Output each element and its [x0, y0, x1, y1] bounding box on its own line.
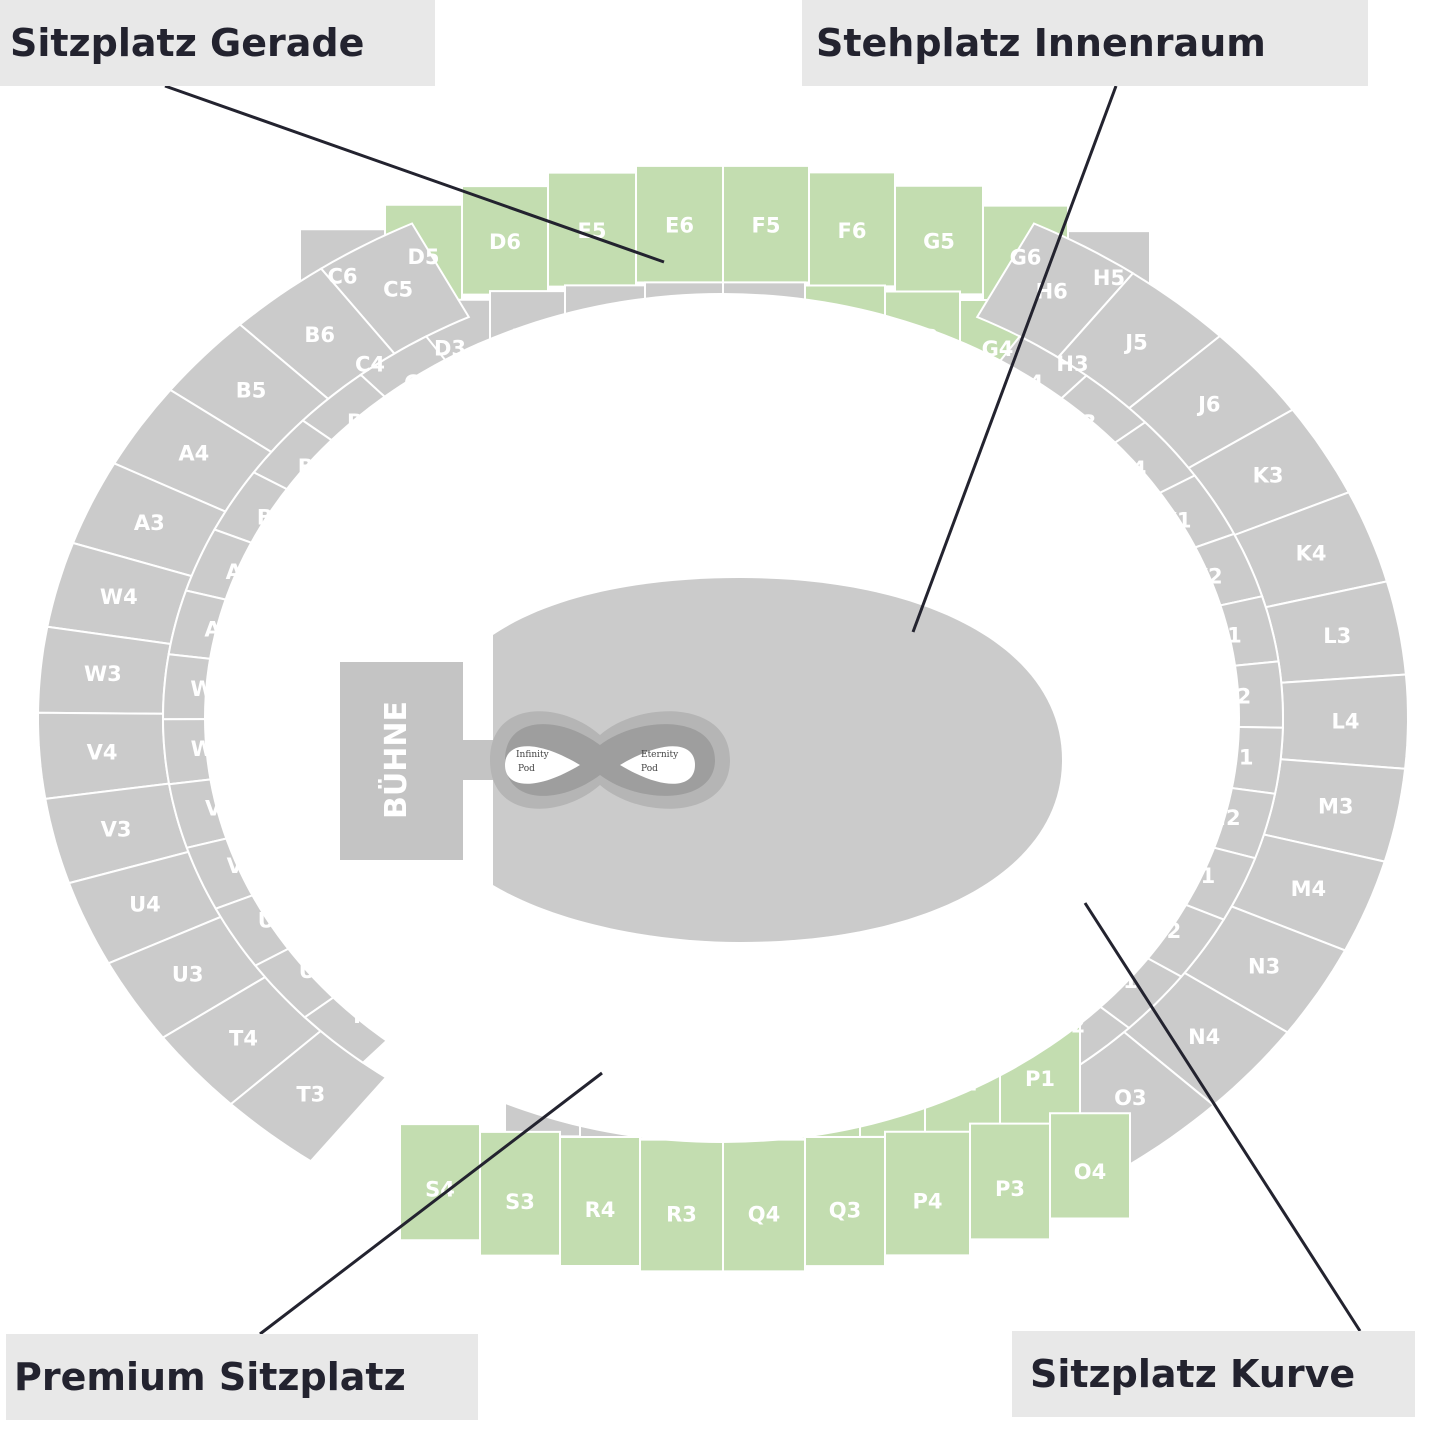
- section-label-n3: N3: [1248, 954, 1280, 978]
- section-label-p4: P4: [912, 1190, 942, 1214]
- section-label-t4: T4: [229, 1026, 258, 1050]
- pointer-sitzplatz-gerade: [164, 84, 665, 264]
- section-label-u4: U4: [129, 892, 161, 916]
- section-label-w3: W3: [84, 662, 122, 686]
- callout-stehplatz-innenraum: Stehplatz Innenraum: [802, 0, 1368, 86]
- section-label-k4: K4: [1296, 541, 1327, 565]
- section-label-v4: V4: [87, 740, 118, 764]
- section-label-q3: Q3: [829, 1198, 861, 1222]
- infinity-pod-label-1: Infinity: [516, 750, 550, 760]
- callout-premium-sitzplatz: Premium Sitzplatz: [6, 1334, 478, 1420]
- standing-area-innenraum: [493, 578, 1062, 942]
- stage-label: BÜHNE: [377, 701, 414, 819]
- callout-pointers: [164, 84, 1362, 1336]
- section-label-f6: F6: [838, 219, 867, 243]
- section-label-b5: B5: [236, 378, 267, 402]
- callout-sitzplatz-gerade: Sitzplatz Gerade: [0, 0, 435, 86]
- section-label-c6: C6: [327, 264, 357, 288]
- section-label-q4: Q4: [748, 1203, 780, 1227]
- section-label-h3: H3: [1056, 352, 1088, 376]
- section-label-a3: A3: [134, 511, 165, 535]
- eternity-pod: [620, 746, 695, 784]
- section-label-t3: T3: [296, 1083, 325, 1107]
- section-label-k3: K3: [1253, 463, 1284, 487]
- pointer-stehplatz-innenraum: [911, 85, 1118, 633]
- infinity-pod-label-2: Pod: [518, 764, 535, 774]
- section-label-p3: P3: [995, 1177, 1025, 1201]
- section-label-r3: R3: [666, 1203, 697, 1227]
- section-label-f5: F5: [752, 214, 781, 238]
- infinity-pod: [505, 746, 580, 784]
- section-q3: [804, 1136, 886, 1268]
- pointer-sitzplatz-kurve: [1083, 902, 1362, 1332]
- section-label-m4: M4: [1291, 877, 1327, 901]
- section-label-o3: O3: [1114, 1086, 1146, 1110]
- section-label-l4: L4: [1332, 709, 1360, 733]
- section-label-o4: O4: [1074, 1160, 1106, 1184]
- section-label-j6: J6: [1196, 392, 1220, 416]
- section-p4: [884, 1130, 971, 1257]
- section-label-g5: G5: [923, 230, 955, 254]
- section-label-p1: P1: [1025, 1067, 1055, 1091]
- section-label-r4: R4: [585, 1198, 616, 1222]
- section-label-g6: G6: [1010, 246, 1042, 270]
- callout-sitzplatz-kurve: Sitzplatz Kurve: [1012, 1331, 1415, 1417]
- section-label-e6: E6: [665, 214, 694, 238]
- stage-block: [340, 662, 463, 860]
- section-label-b6: B6: [304, 323, 335, 347]
- section-label-v3: V3: [101, 818, 132, 842]
- section-o4: [1049, 1112, 1131, 1220]
- eternity-pod-label-2: Pod: [641, 764, 658, 774]
- section-label-j5: J5: [1123, 330, 1147, 354]
- stage-connector: [463, 740, 493, 780]
- section-label-c5: C5: [383, 277, 413, 301]
- section-label-s3: S3: [505, 1190, 535, 1214]
- pointer-premium-sitzplatz: [259, 1071, 603, 1336]
- section-p3: [969, 1122, 1051, 1241]
- section-label-l3: L3: [1323, 624, 1351, 648]
- section-label-m3: M3: [1318, 794, 1354, 818]
- section-label-u3: U3: [172, 963, 204, 987]
- section-label-a4: A4: [178, 441, 209, 465]
- section-label-c4: C4: [355, 353, 385, 377]
- eternity-pod-label-1: Eternity: [641, 750, 679, 760]
- section-label-d6: D6: [489, 230, 521, 254]
- section-label-d5: D5: [407, 245, 439, 269]
- section-label-w4: W4: [100, 585, 138, 609]
- section-label-h5: H5: [1093, 266, 1125, 290]
- section-label-n4: N4: [1188, 1025, 1220, 1049]
